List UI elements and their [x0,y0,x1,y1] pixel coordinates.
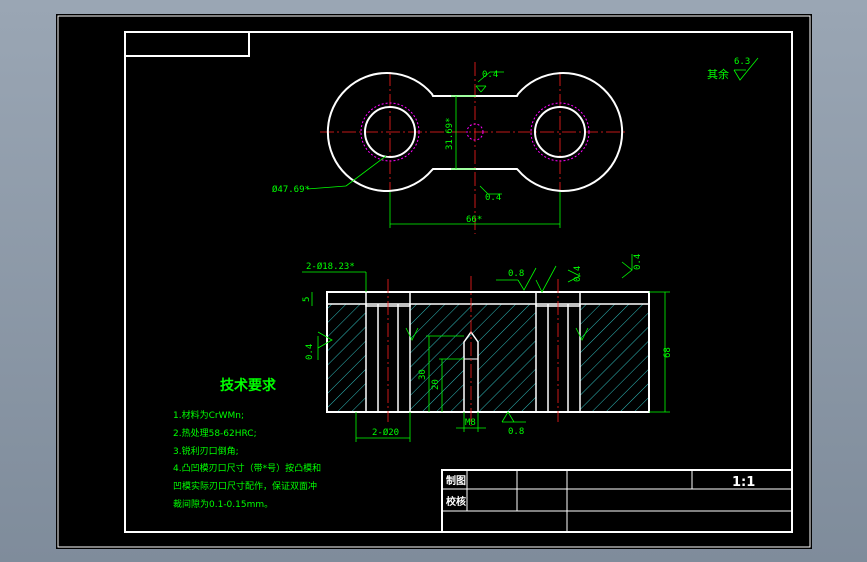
top-span-dim: 66* [466,215,482,225]
front-height-dim: 68 [663,347,673,358]
tech-req-item-2: 2.热处理58-62HRC; [173,427,257,439]
center-tapped-hole [466,123,484,141]
front-bolt-dim: 2-Ø20 [372,427,399,438]
die-block-outline [326,291,650,413]
title-block: 制图 校核 1:1 [441,469,793,533]
scale-value: 1:1 [732,475,755,490]
left-hole [364,106,416,158]
tech-req-item-6: 裁间隙为0.1-0.15mm。 [173,498,273,510]
front-dim-20: 20 [431,379,441,390]
corner-box [124,31,250,57]
front-hole-dim: 2-Ø18.23* [306,261,355,272]
tech-req-item-4: 4.凸凹模刃口尺寸（带*号）按凸模和 [173,462,321,474]
tech-req-item-5: 凹模实际刃口尺寸配作，保证双面冲 [173,480,317,492]
top-diameter-dim: Ø47.69* [272,184,310,195]
front-thread-dim: M8 [465,418,476,428]
top-bottom-flatness-label: 0.4 [485,193,501,203]
cad-drawing-viewport: 0.4 31.69* Ø47.69* 0.4 66* 其余 6.3 [56,14,812,549]
drawn-by-label: 制图 [446,474,466,487]
front-view: 2-Ø18.23* 5 0.8 0.4 0.4 68 0.4 30 20 [302,254,673,442]
tech-req-title: 技术要求 [220,377,277,394]
front-roughness-bottom: 0.8 [508,427,524,437]
front-roughness-left: 0.4 [305,344,315,360]
front-dim-30: 30 [418,369,428,380]
checked-by-label: 校核 [446,495,466,508]
outer-frame [57,15,811,548]
front-depth-dim: 5 [302,297,312,302]
front-roughness-b: 0.4 [573,266,583,282]
cad-drawing: 0.4 31.69* Ø47.69* 0.4 66* 其余 6.3 [57,15,811,548]
top-flatness-label: 0.4 [482,70,498,80]
tech-req-item-3: 3.锐利刃口倒角; [173,445,239,457]
front-roughness-right: 0.4 [633,254,643,270]
front-roughness-a: 0.8 [508,269,524,279]
top-height-dim: 31.69* [445,117,455,150]
inner-frame [124,31,793,533]
roughness-rest-label: 其余 [707,67,729,81]
general-roughness-note: 其余 6.3 [707,57,759,81]
right-hole [534,106,586,158]
top-view: 0.4 31.69* Ø47.69* 0.4 66* [272,62,626,234]
roughness-rest-value: 6.3 [734,57,750,67]
punch-outline [326,72,624,192]
tech-req-item-1: 1.材料为CrWMn; [173,409,244,421]
technical-requirements: 技术要求 1.材料为CrWMn; 2.热处理58-62HRC; 3.锐利刃口倒角… [173,377,321,510]
